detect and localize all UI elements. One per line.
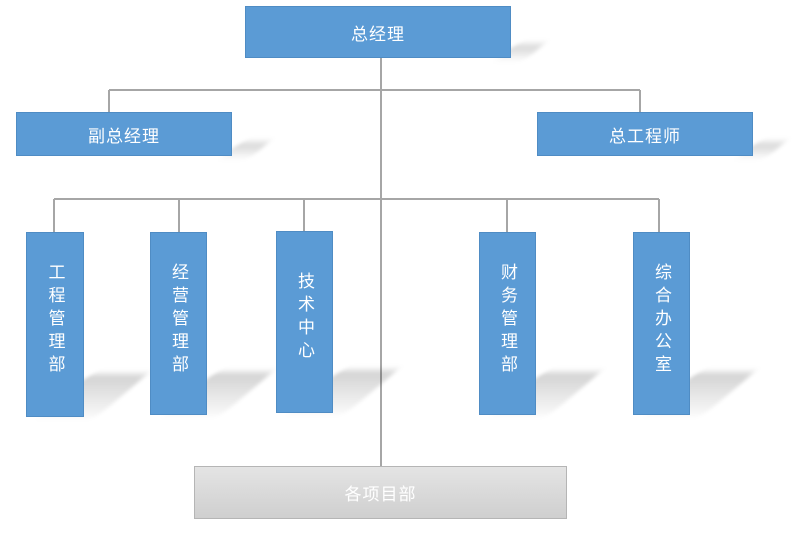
project-depts-label: 各项目部 [344,485,417,505]
operations-dept-box: 经营管理部 [150,232,207,415]
general-office-label: 综合办公室 [651,263,671,378]
finance-dept-box: 财务管理部 [479,232,536,415]
project-depts-box: 各项目部 [194,466,567,519]
chief-engineer-box: 总工程师 [537,112,753,156]
general-manager-label: 总经理 [351,24,405,45]
chief-engineer-label: 总工程师 [609,126,681,147]
deputy-general-manager-box: 副总经理 [16,112,232,156]
general-office-box: 综合办公室 [633,232,690,415]
deputy-general-manager-label: 副总经理 [88,126,160,147]
finance-dept-label: 财务管理部 [497,263,517,378]
technology-center-box: 技术中心 [276,231,333,413]
engineering-dept-box: 工程管理部 [26,232,84,417]
general-manager-box: 总经理 [245,6,511,58]
technology-center-label: 技术中心 [294,272,314,364]
engineering-dept-label: 工程管理部 [44,263,65,378]
operations-dept-label: 经营管理部 [168,263,188,378]
